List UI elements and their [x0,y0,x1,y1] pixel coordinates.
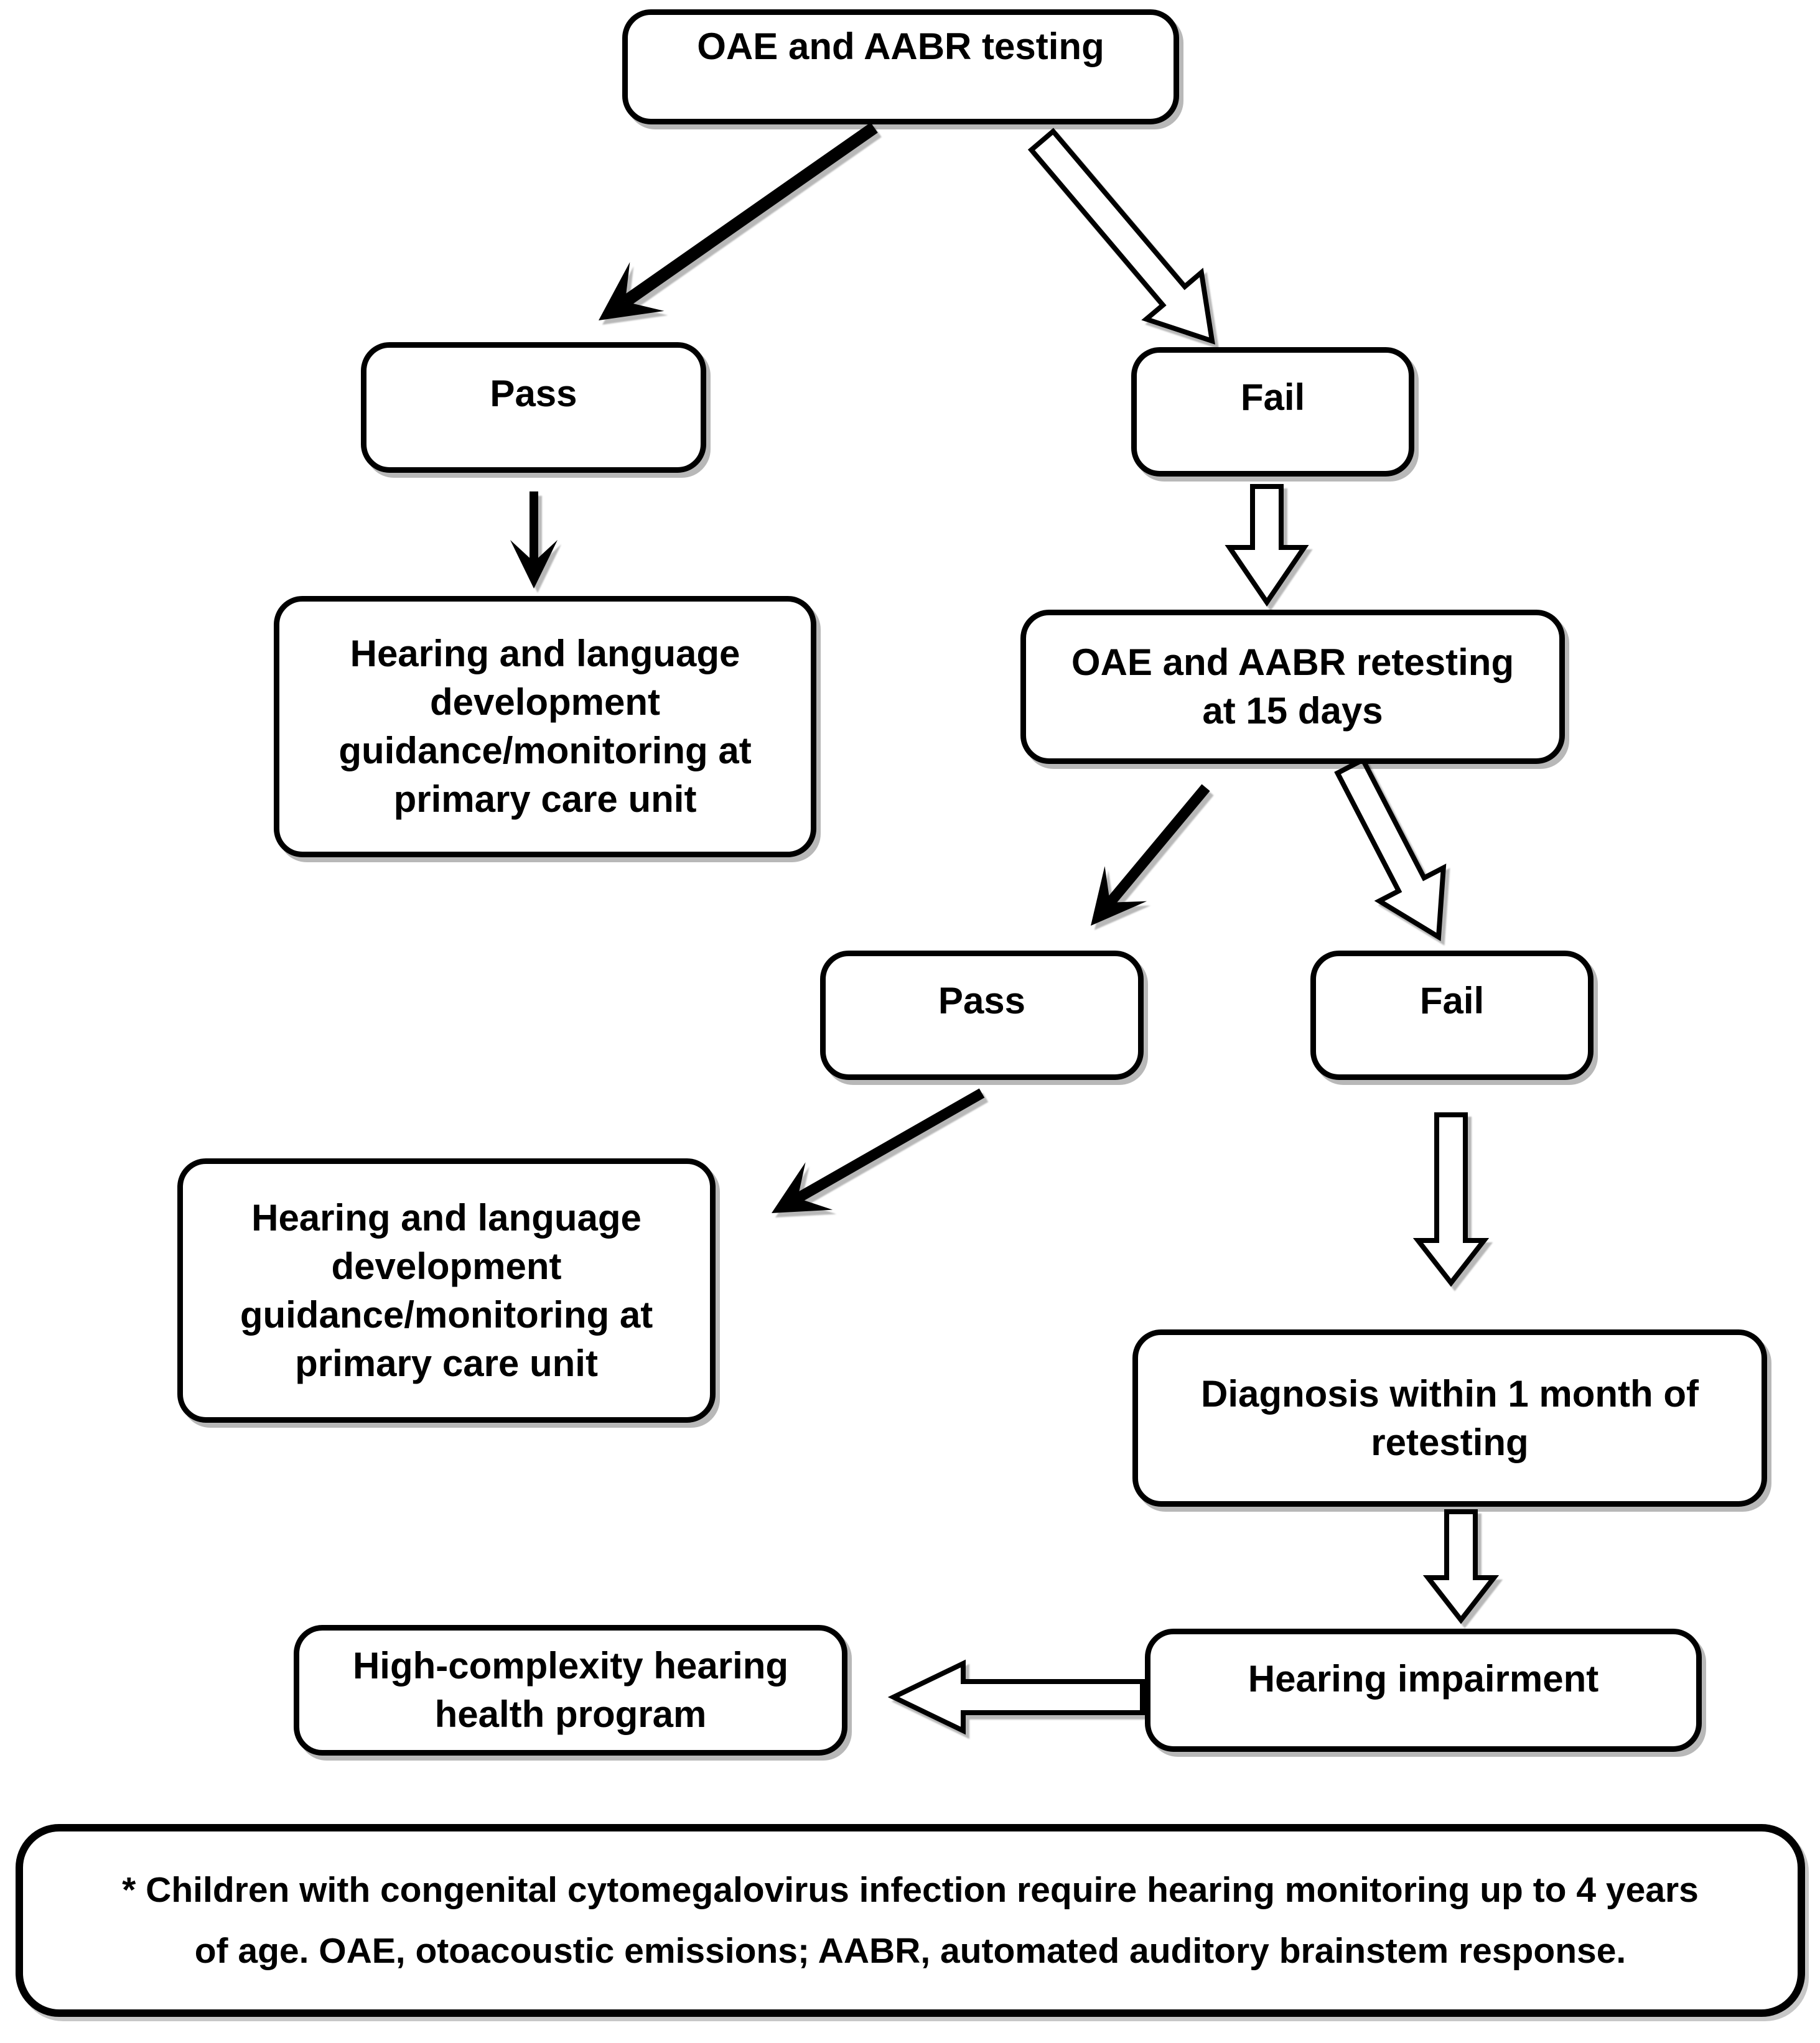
node-guidance1-label-line-3: guidance/monitoring at [338,730,752,771]
node-fail2: Fail [1310,951,1594,1080]
node-retesting-label-line-1: OAE and AABR retesting [1071,641,1514,683]
node-pass2: Pass [820,951,1144,1080]
node-program-label-line-1: High-complexity hearing [352,1645,789,1687]
node-footnote-label-line-1: * Children with congenital cytomegalovir… [122,1870,1699,1910]
node-fail1-label-line-1: Fail [1240,376,1305,418]
edge-pass1-guidance1-solid-arrow [510,491,558,589]
node-retesting: OAE and AABR retesting at 15 days [1020,610,1565,764]
edge-fail1-retesting-hollow-arrow [1225,484,1309,607]
node-testing: OAE and AABR testing [622,9,1179,124]
node-retesting-label-line-2: at 15 days [1202,690,1383,732]
node-diagnosis: Diagnosis within 1 month of retesting [1132,1329,1767,1507]
node-footnote: * Children with congenital cytomegalovir… [16,1824,1805,2017]
node-fail2-label-line-1: Fail [1419,980,1485,1022]
node-guidance2-label-line-3: guidance/monitoring at [240,1293,653,1336]
node-fail1: Fail [1131,347,1414,477]
node-pass2-label-line-1: Pass [938,980,1026,1022]
edge-testing-pass1-solid-arrow [599,122,878,320]
edge-retesting-fail2-hollow-arrow [1334,756,1447,941]
node-impairment: Hearing impairment [1145,1629,1702,1752]
edge-impairment-program-hollow-arrow [887,1659,1145,1735]
node-guidance2-label-line-2: development [331,1245,562,1287]
node-guidance1-label-line-4: primary care unit [393,778,697,820]
edge-pass2-guidance2-solid-arrow [772,1088,985,1213]
node-testing-label-line-1: OAE and AABR testing [697,26,1104,67]
node-guidance1-label-line-2: development [429,681,661,723]
node-impairment-label-line-1: Hearing impairment [1248,1658,1599,1700]
edge-fail2-diagnosis-hollow-arrow [1412,1112,1490,1287]
node-guidance2-label-line-4: primary care unit [295,1342,598,1384]
edge-testing-fail1-hollow-arrow [1027,128,1215,345]
node-program-label-line-2: health program [434,1693,707,1735]
node-diagnosis-label-line-1: Diagnosis within 1 month of [1201,1372,1699,1415]
node-guidance1-label-line-1: Hearing and language [350,633,740,674]
node-pass1: Pass [361,342,706,473]
edge-retesting-pass2-solid-arrow [1091,784,1210,926]
node-pass1-label-line-1: Pass [490,373,577,414]
node-guidance1: Hearing and language development guidance/… [274,596,816,857]
node-footnote-label-line-2: of age. OAE, otoacoustic emissions; AABR… [194,1931,1626,1971]
node-diagnosis-label-line-2: retesting [1371,1421,1529,1463]
edge-diagnosis-impairment-hollow-arrow [1422,1509,1500,1624]
node-guidance2-label-line-1: Hearing and language [251,1196,642,1239]
node-program: High-complexity hearing health program [294,1625,847,1756]
node-guidance2: Hearing and language development guidance/… [177,1158,716,1423]
